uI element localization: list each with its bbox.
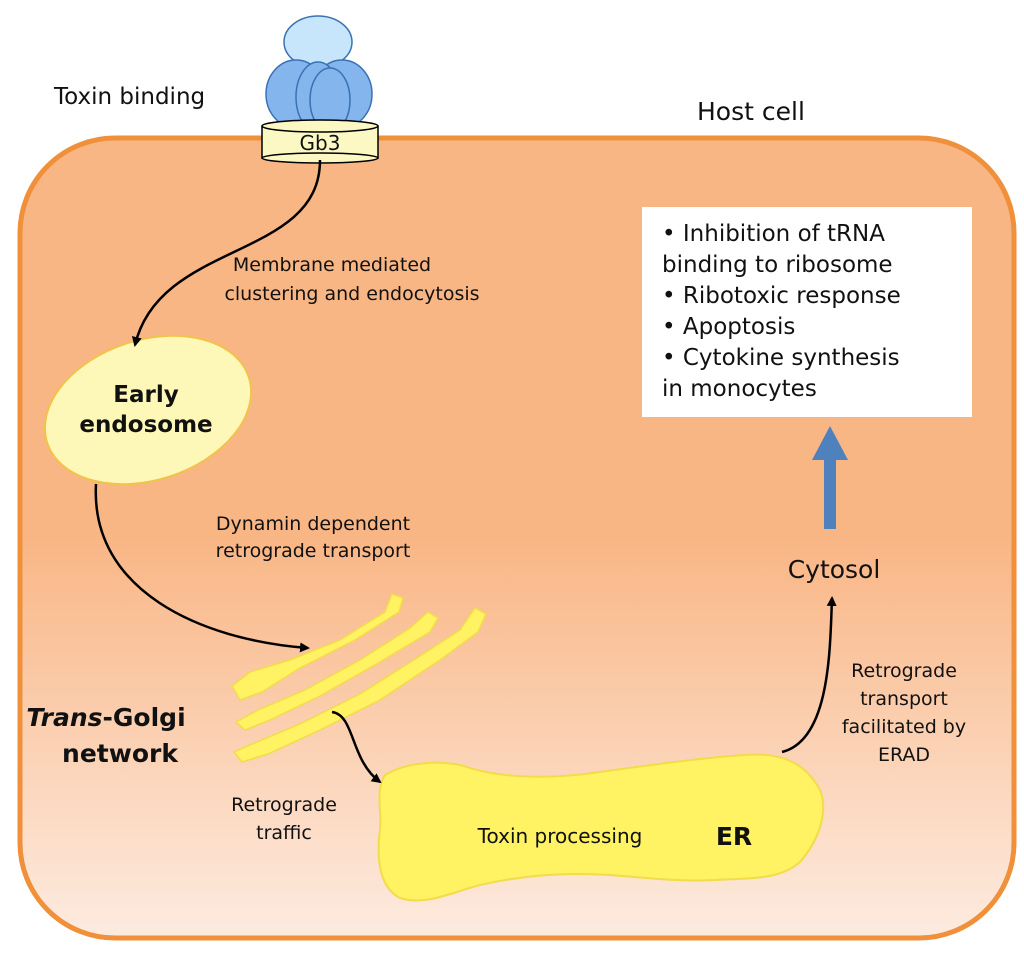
step3-label-1: Retrograde (231, 794, 337, 816)
cytosol-label: Cytosol (788, 555, 881, 584)
gb3-receptor (261, 119, 379, 164)
effect-item: • Apoptosis (662, 314, 796, 340)
trans-golgi-network (231, 593, 487, 763)
tgn-label-2: network (62, 739, 179, 768)
early-endosome-label-2: endosome (79, 412, 212, 438)
arrow-golgi-to-er (331, 710, 382, 784)
effect-item: • Ribotoxic response (662, 283, 901, 309)
step1-label-1: Membrane mediated (233, 254, 431, 276)
toxin-complex (265, 15, 373, 133)
step1-label-2: clustering and endocytosis (224, 283, 479, 305)
step4-label-1: Retrograde (851, 660, 957, 682)
step2-label-1: Dynamin dependent (216, 513, 410, 535)
effect-item: binding to ribosome (662, 252, 893, 278)
tgn-label-1: Trans-Golgi (26, 703, 185, 732)
step3-label-2: traffic (256, 822, 312, 844)
er-inner-label: Toxin processing (477, 824, 643, 848)
early-endosome (43, 334, 253, 486)
effect-item: • Inhibition of tRNA (662, 221, 885, 247)
arrow-endosome-to-golgi (94, 483, 310, 653)
step4-label-3: facilitated by (842, 716, 966, 738)
tgn-label-italic: Trans (26, 703, 102, 732)
er-label: ER (716, 822, 752, 851)
signal-up-arrow (812, 426, 848, 529)
effect-item: • Cytokine synthesis (662, 345, 900, 371)
step2-label-2: retrograde transport (216, 540, 411, 562)
effects-box (642, 207, 972, 417)
receptor-label: Gb3 (300, 131, 341, 155)
early-endosome-label-1: Early (113, 382, 178, 408)
arrow-receptor-to-endosome (132, 159, 322, 347)
arrow-er-to-cytosol (781, 596, 837, 754)
host-cell-label: Host cell (697, 97, 805, 126)
toxin-binding-label: Toxin binding (53, 84, 205, 110)
effect-item: in monocytes (662, 376, 817, 402)
effects-list: • Inhibition of tRNA binding to ribosome… (662, 219, 962, 405)
step4-label-2: transport (860, 688, 948, 710)
step4-label-4: ERAD (878, 744, 930, 766)
tgn-label-rest: -Golgi (103, 703, 186, 732)
endoplasmic-reticulum (377, 753, 825, 902)
